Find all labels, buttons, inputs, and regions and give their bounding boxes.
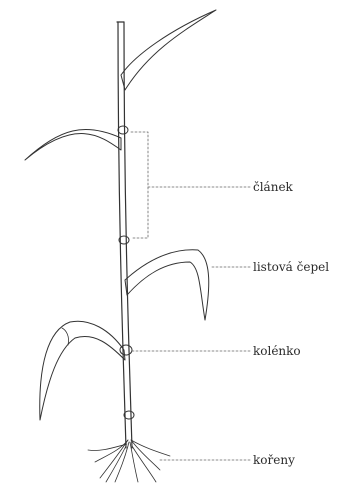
roots	[88, 440, 170, 482]
leaf-lower-left	[40, 321, 125, 420]
leaf-upper-left	[25, 129, 121, 160]
stem	[118, 22, 126, 448]
internode-bracket	[131, 132, 148, 238]
node-upper	[118, 126, 128, 134]
label-node: kolénko	[253, 344, 301, 358]
label-leaf-blade: listová čepel	[253, 260, 329, 274]
label-roots: kořeny	[253, 453, 295, 467]
leaf-top	[121, 10, 216, 90]
label-internode: článek	[253, 180, 293, 194]
leaf-right	[125, 250, 209, 320]
